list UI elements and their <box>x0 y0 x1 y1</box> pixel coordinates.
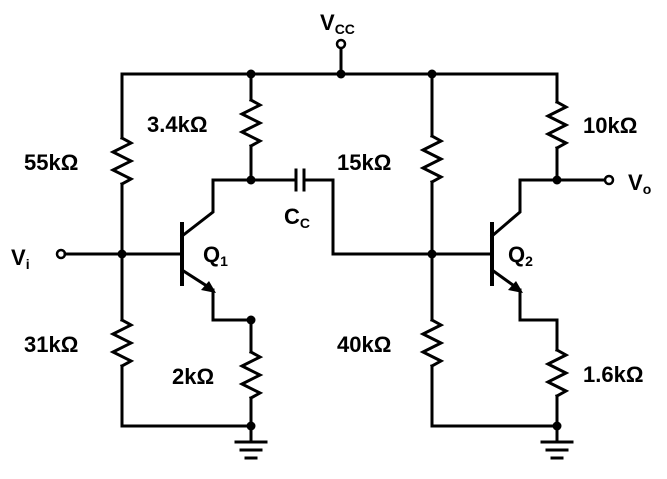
capacitor-cc <box>249 168 492 256</box>
cc-label: CC <box>284 204 310 231</box>
resistor-r4 <box>419 252 445 428</box>
resistor-rc2 <box>544 72 570 182</box>
ground-symbol-left <box>234 440 268 460</box>
output-terminal <box>555 174 615 186</box>
r3-label: 15kΩ <box>337 150 391 175</box>
resistor-rc1 <box>238 72 264 182</box>
resistor-r2 <box>109 252 135 428</box>
q2-label: Q2 <box>508 242 533 269</box>
q1-label: Q1 <box>203 242 228 269</box>
vout-label: Vo <box>628 170 651 197</box>
rc2-label: 10kΩ <box>583 113 637 138</box>
junction-dots <box>117 69 562 431</box>
vcc-label: VCC <box>320 10 355 37</box>
transistor-q2 <box>489 178 559 322</box>
re2-label: 1.6kΩ <box>583 362 643 387</box>
r4-label: 40kΩ <box>337 332 391 357</box>
ground-symbol-right <box>540 440 574 460</box>
r1-label: 55kΩ <box>24 150 78 175</box>
re1-label: 2kΩ <box>172 364 214 389</box>
transistor-q1 <box>179 178 253 322</box>
resistor-re1 <box>238 318 264 442</box>
r2-label: 31kΩ <box>24 332 78 357</box>
rc1-label: 3.4kΩ <box>147 112 207 137</box>
resistor-r3 <box>419 72 445 256</box>
vcc-terminal <box>335 38 347 76</box>
resistor-re2 <box>544 318 570 442</box>
resistor-r1 <box>109 72 135 256</box>
vin-label: Vi <box>11 245 30 272</box>
